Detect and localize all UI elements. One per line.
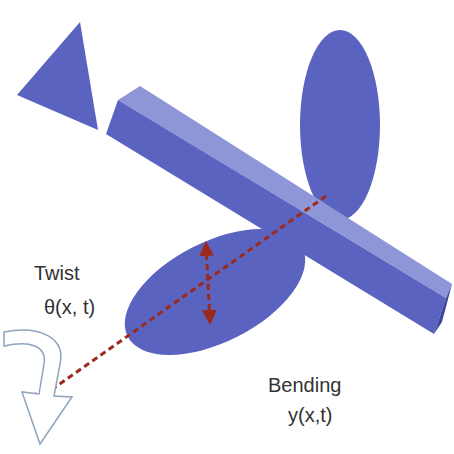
- twist-axis-arrow: [30, 196, 326, 405]
- bending-symbol: y(x,t): [288, 404, 332, 426]
- bending-arrow: [206, 244, 210, 322]
- twist-label: Twist: [34, 262, 80, 284]
- vertical-fin: [300, 30, 380, 220]
- twist-symbol: θ(x, t): [44, 296, 95, 318]
- wing-ellipse: [105, 203, 325, 381]
- twist-curved-arrow: [4, 330, 72, 444]
- beam-end-face: [434, 284, 452, 334]
- tail-triangle: [17, 22, 98, 130]
- bending-label: Bending: [268, 374, 341, 396]
